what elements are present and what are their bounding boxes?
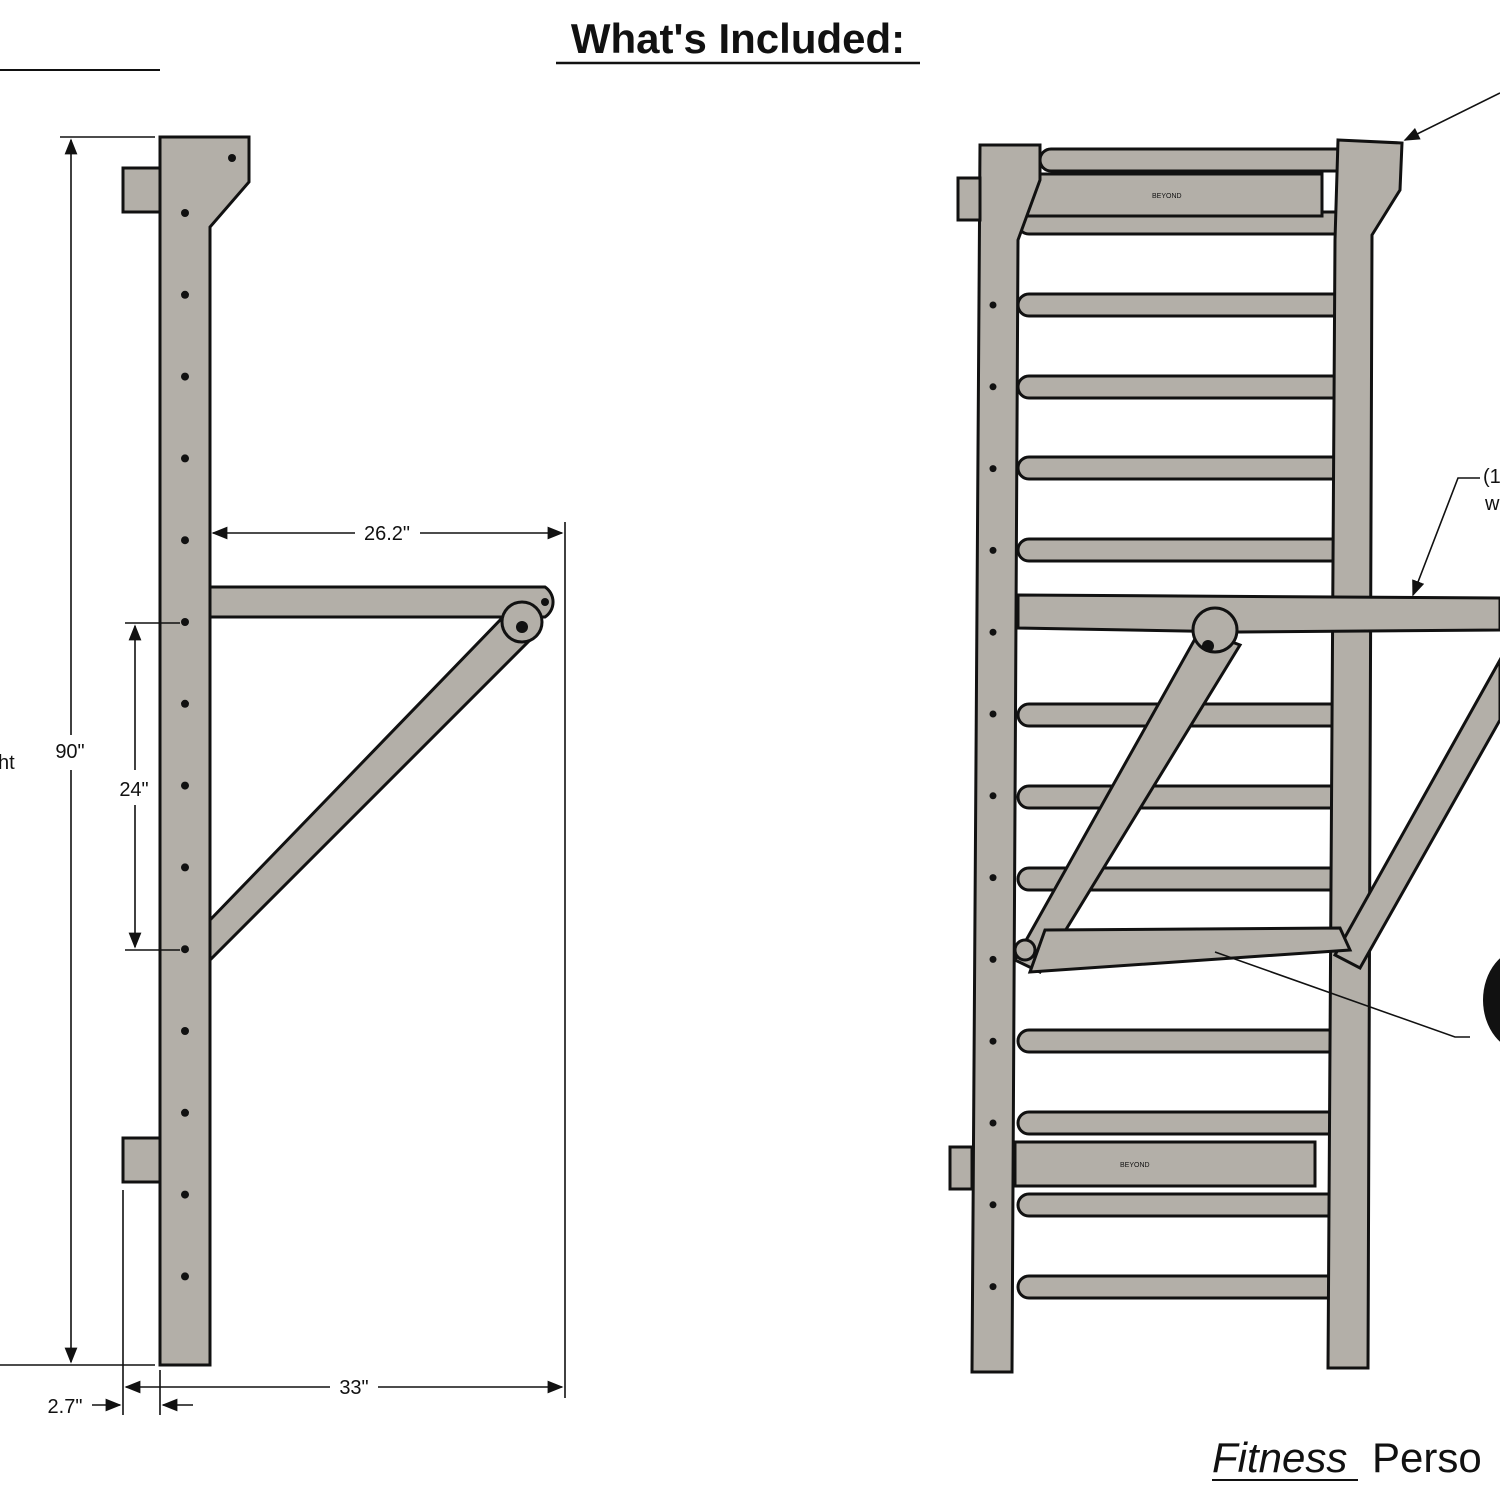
- page-title: What's Included:: [571, 15, 905, 62]
- mount-hole: [989, 465, 997, 473]
- callout-1-partial: (1: [1483, 466, 1500, 488]
- brand-mark-bottom: BEYOND: [1120, 1162, 1150, 1169]
- mount-hole: [181, 1027, 189, 1035]
- accessory-ring: [1483, 958, 1500, 1042]
- pullup-arm: [208, 585, 555, 619]
- mount-hole: [989, 546, 997, 554]
- mount-hole: [181, 454, 189, 463]
- front-bottom-bracket: [948, 1145, 974, 1191]
- mount-hole: [181, 290, 189, 299]
- mount-hole: [181, 209, 189, 217]
- arm-length-label: 26.2": [364, 523, 410, 545]
- mount-hole: [181, 863, 189, 872]
- bottom-wall-bracket: [121, 1136, 162, 1184]
- ladder-rung: [1016, 1274, 1357, 1300]
- brand-mark-top: BEYOND: [1152, 193, 1182, 200]
- mount-hole: [989, 955, 997, 963]
- arm-brace: [208, 613, 538, 964]
- ladder-rung: [1016, 537, 1357, 563]
- mount-hole: [181, 372, 189, 381]
- ladder-rung: [1016, 1110, 1357, 1136]
- wall-offset-label: 2.7": [48, 1396, 83, 1418]
- mount-hole: [989, 710, 997, 718]
- right-brace: [1332, 656, 1500, 970]
- mount-hole: [181, 781, 189, 790]
- mount-hole: [181, 536, 189, 545]
- side-holes: [181, 209, 189, 1281]
- mount-hole: [989, 874, 997, 882]
- mount-hole: [989, 792, 997, 800]
- mount-hole: [989, 301, 997, 309]
- lower-crossbar: [1027, 926, 1353, 974]
- mount-hole: [181, 699, 189, 708]
- bar-spacing-label: 24": [119, 779, 148, 801]
- total-height-label: 90": [55, 741, 84, 763]
- mount-hole: [181, 1108, 189, 1117]
- total-depth-label: 33": [339, 1377, 368, 1399]
- ladder-rung: [1016, 292, 1357, 318]
- footer-italic: Fitness: [1212, 1434, 1347, 1481]
- mount-hole: [181, 1190, 189, 1199]
- ladder-rung: [1016, 784, 1357, 810]
- mount-hole: [181, 1272, 189, 1281]
- mount-hole: [181, 618, 189, 626]
- front-top-bracket: [956, 176, 982, 222]
- top-wall-bracket: [121, 166, 162, 214]
- left-rail: [970, 143, 1042, 1374]
- mount-hole: [989, 1119, 997, 1127]
- mount-hole: [181, 945, 189, 954]
- mount-hole: [989, 1283, 997, 1291]
- callout-1-line2-partial: w: [1484, 493, 1500, 515]
- mount-hole: [989, 1037, 997, 1045]
- right-rail: [1326, 138, 1404, 1370]
- height-label-partial: ht: [0, 752, 15, 774]
- bottom-panel: [1013, 1140, 1317, 1188]
- mount-hole: [989, 1201, 997, 1209]
- hinge: [1191, 606, 1239, 654]
- front-view: BEYOND BEYOND (1 w: [948, 92, 1500, 1374]
- footer-text: Perso: [1372, 1434, 1482, 1481]
- ladder-rung: [1016, 374, 1357, 400]
- side-view: 90" ht 24" 26.2" 33" 2.7": [0, 135, 566, 1418]
- ladder-rung: [1016, 1192, 1357, 1218]
- side-upright: [158, 135, 251, 1367]
- ladder-rung: [1016, 1028, 1357, 1054]
- pullup-platform: [1016, 593, 1500, 634]
- ladder-rung: [1016, 455, 1357, 481]
- mount-hole: [989, 628, 997, 636]
- mount-hole: [989, 383, 997, 391]
